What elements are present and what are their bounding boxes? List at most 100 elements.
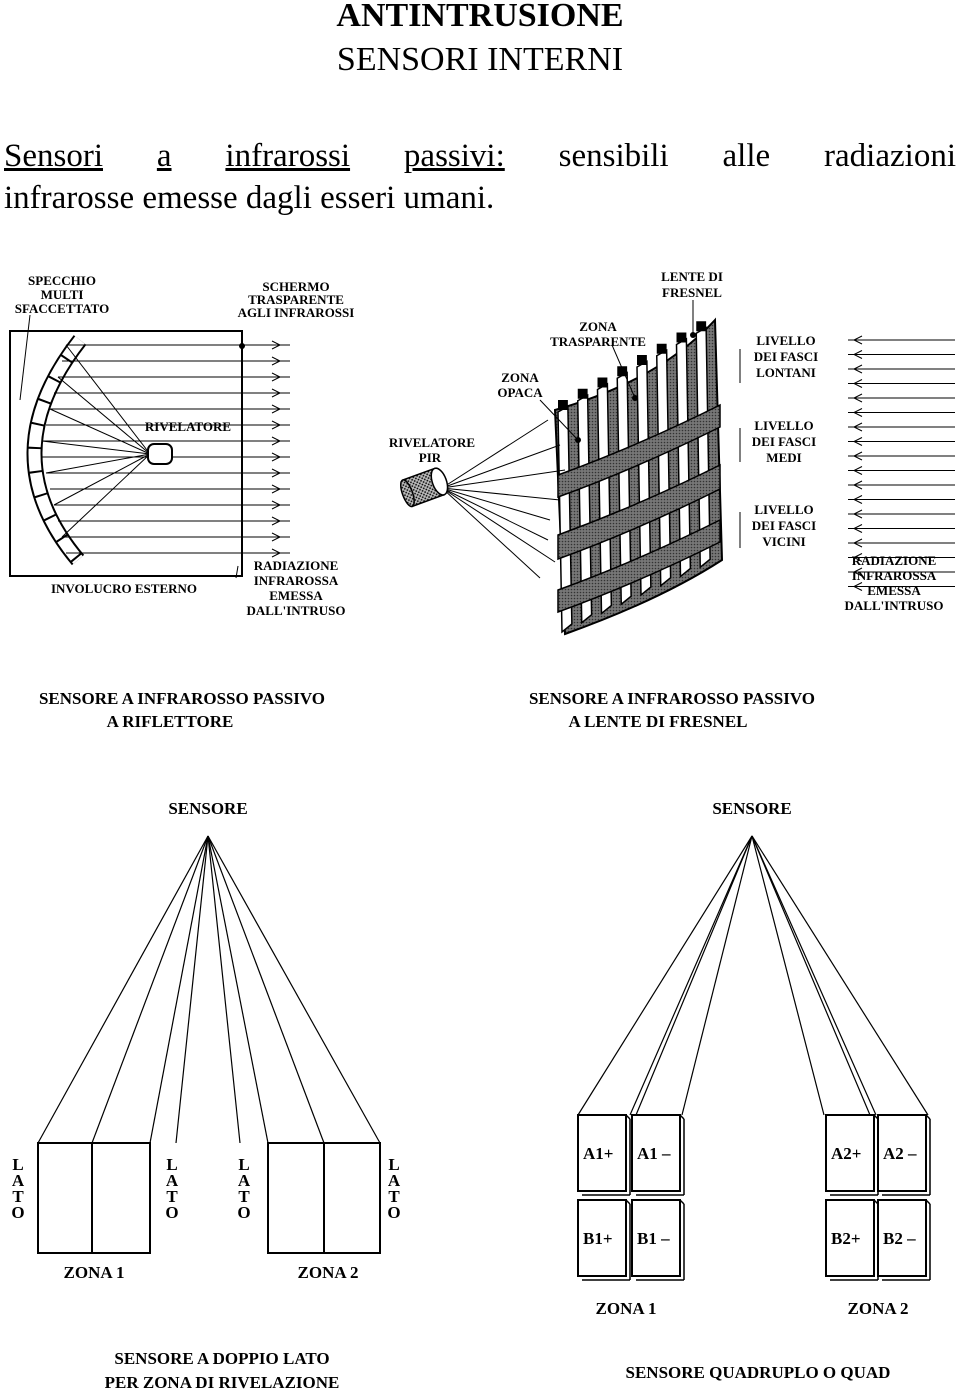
pir-label-2: PIR — [419, 450, 442, 465]
dual-caption-1: SENSORE A DOPPIO LATO — [114, 1349, 329, 1368]
opaque-block — [637, 355, 647, 365]
lens-label-1: LENTE DI — [661, 269, 723, 284]
arrowhead — [852, 524, 863, 533]
far-label-3: LONTANI — [756, 365, 816, 380]
quad-cell-label: B1+ — [583, 1229, 613, 1248]
focus-ray — [57, 376, 151, 455]
pir-ray — [441, 487, 551, 521]
quad-caption: SENSORE QUADRUPLO O QUAD — [626, 1363, 891, 1382]
screen-label-1: SCHERMO — [262, 279, 329, 294]
screen-label-2: TRASPARENTE — [248, 292, 344, 307]
radiation-label-3: EMESSA — [269, 588, 323, 603]
intro-line-2: infrarosse emesse dagli esseri umani. — [4, 180, 495, 216]
side-label-letter: O — [237, 1203, 250, 1222]
detector-label: RIVELATORE — [145, 419, 231, 434]
quad-cells: A1+A1 –A2+A2 –B1+B1 –B2+B2 – — [577, 1114, 931, 1281]
focus-ray — [41, 440, 151, 455]
f-radiation-label-1: RADIAZIONE — [852, 553, 937, 568]
side-label-letter: A — [238, 1171, 251, 1190]
quad-zone2-label: ZONA 2 — [848, 1299, 909, 1318]
ray-arrowhead — [271, 468, 282, 478]
intro-line-1: Sensori a infrarossi passivi: sensibili … — [4, 136, 956, 176]
beam-line — [577, 835, 753, 1116]
radiation-label-2: INFRAROSSA — [254, 573, 339, 588]
arrowhead — [852, 553, 863, 562]
focus-ray — [61, 453, 151, 538]
arrowhead — [852, 480, 863, 490]
beam-line — [207, 835, 241, 1144]
pir-ray — [441, 419, 549, 489]
zone2-box-left — [267, 1142, 325, 1254]
page-title: ANTINTRUSIONE — [336, 0, 624, 34]
beam-line — [751, 835, 825, 1116]
beam-line — [751, 835, 877, 1116]
arrowhead — [852, 393, 863, 403]
housing-label: INVOLUCRO ESTERNO — [51, 581, 197, 596]
quad-cell — [825, 1199, 875, 1277]
quad-cell-label: A2 – — [883, 1144, 917, 1163]
opaque-block — [558, 400, 568, 410]
lens-bands — [557, 403, 721, 614]
dual-sensor-label: SENSORE — [168, 799, 247, 818]
pir-ray — [441, 487, 549, 541]
arrowhead — [852, 350, 863, 359]
housing-outline — [9, 330, 243, 577]
lens-band — [557, 403, 721, 499]
opaque-block — [577, 388, 588, 399]
opaque-block — [676, 332, 687, 343]
detector — [147, 443, 173, 465]
f-radiation-label-4: DALL'INTRUSO — [845, 598, 944, 613]
ray-arrowhead — [271, 340, 282, 350]
arrowhead — [852, 379, 863, 388]
side-label-letter: L — [166, 1155, 177, 1174]
fresnel-caption-1: SENSORE A INFRAROSSO PASSIVO — [529, 689, 815, 708]
screen-label-3: AGLI INFRAROSSI — [238, 305, 355, 320]
pir-ray — [441, 487, 556, 563]
quad-cell-label: B2+ — [831, 1229, 861, 1248]
pir-rays — [441, 419, 566, 579]
page-subtitle: SENSORI INTERNI — [336, 41, 624, 78]
quad-cell-label: A2+ — [831, 1144, 861, 1163]
quad-cell — [877, 1114, 927, 1192]
side-label-letter: A — [12, 1171, 25, 1190]
side-label-letter: L — [388, 1155, 399, 1174]
side-label-letter: L — [12, 1155, 23, 1174]
ray-arrowhead — [271, 388, 282, 398]
ray-arrowhead — [271, 420, 282, 430]
focus-ray — [45, 453, 151, 474]
mid-label-2: DEI FASCI — [752, 434, 816, 449]
far-label-1: LIVELLO — [756, 333, 815, 348]
pir-detector — [399, 467, 449, 508]
dual-zone1-label: ZONA 1 — [64, 1263, 125, 1282]
fresnel-caption-2: A LENTE DI FRESNEL — [568, 712, 747, 731]
pir-ray — [441, 444, 561, 489]
intro-word: a — [156, 138, 172, 174]
pir-ray — [441, 469, 566, 489]
ray-arrowhead — [271, 436, 282, 446]
beam-line — [207, 835, 325, 1144]
arrowhead — [852, 466, 863, 475]
arrowhead — [852, 408, 863, 417]
mid-label-3: MEDI — [766, 450, 801, 465]
focused-rays — [41, 344, 151, 538]
ray-arrowhead — [271, 452, 282, 462]
side-label-letter: T — [12, 1187, 24, 1206]
arrowhead — [852, 335, 863, 345]
beam-line — [629, 835, 753, 1116]
quad-cell-label: A1 – — [637, 1144, 671, 1163]
near-label-2: DEI FASCI — [752, 518, 816, 533]
dual-caption-2: PER ZONA DI RIVELAZIONE — [105, 1373, 340, 1392]
arrowhead — [852, 451, 863, 461]
ray-arrowhead — [271, 484, 282, 494]
beam-line — [751, 835, 929, 1116]
arrowhead — [852, 567, 863, 577]
transparent-label-1: ZONA — [579, 319, 617, 334]
arrowhead — [852, 495, 863, 504]
quad-cell — [631, 1114, 681, 1192]
beam-line — [37, 835, 209, 1144]
mirror-label-1: SPECCHIO — [28, 273, 96, 288]
side-label-letter: O — [11, 1203, 24, 1222]
